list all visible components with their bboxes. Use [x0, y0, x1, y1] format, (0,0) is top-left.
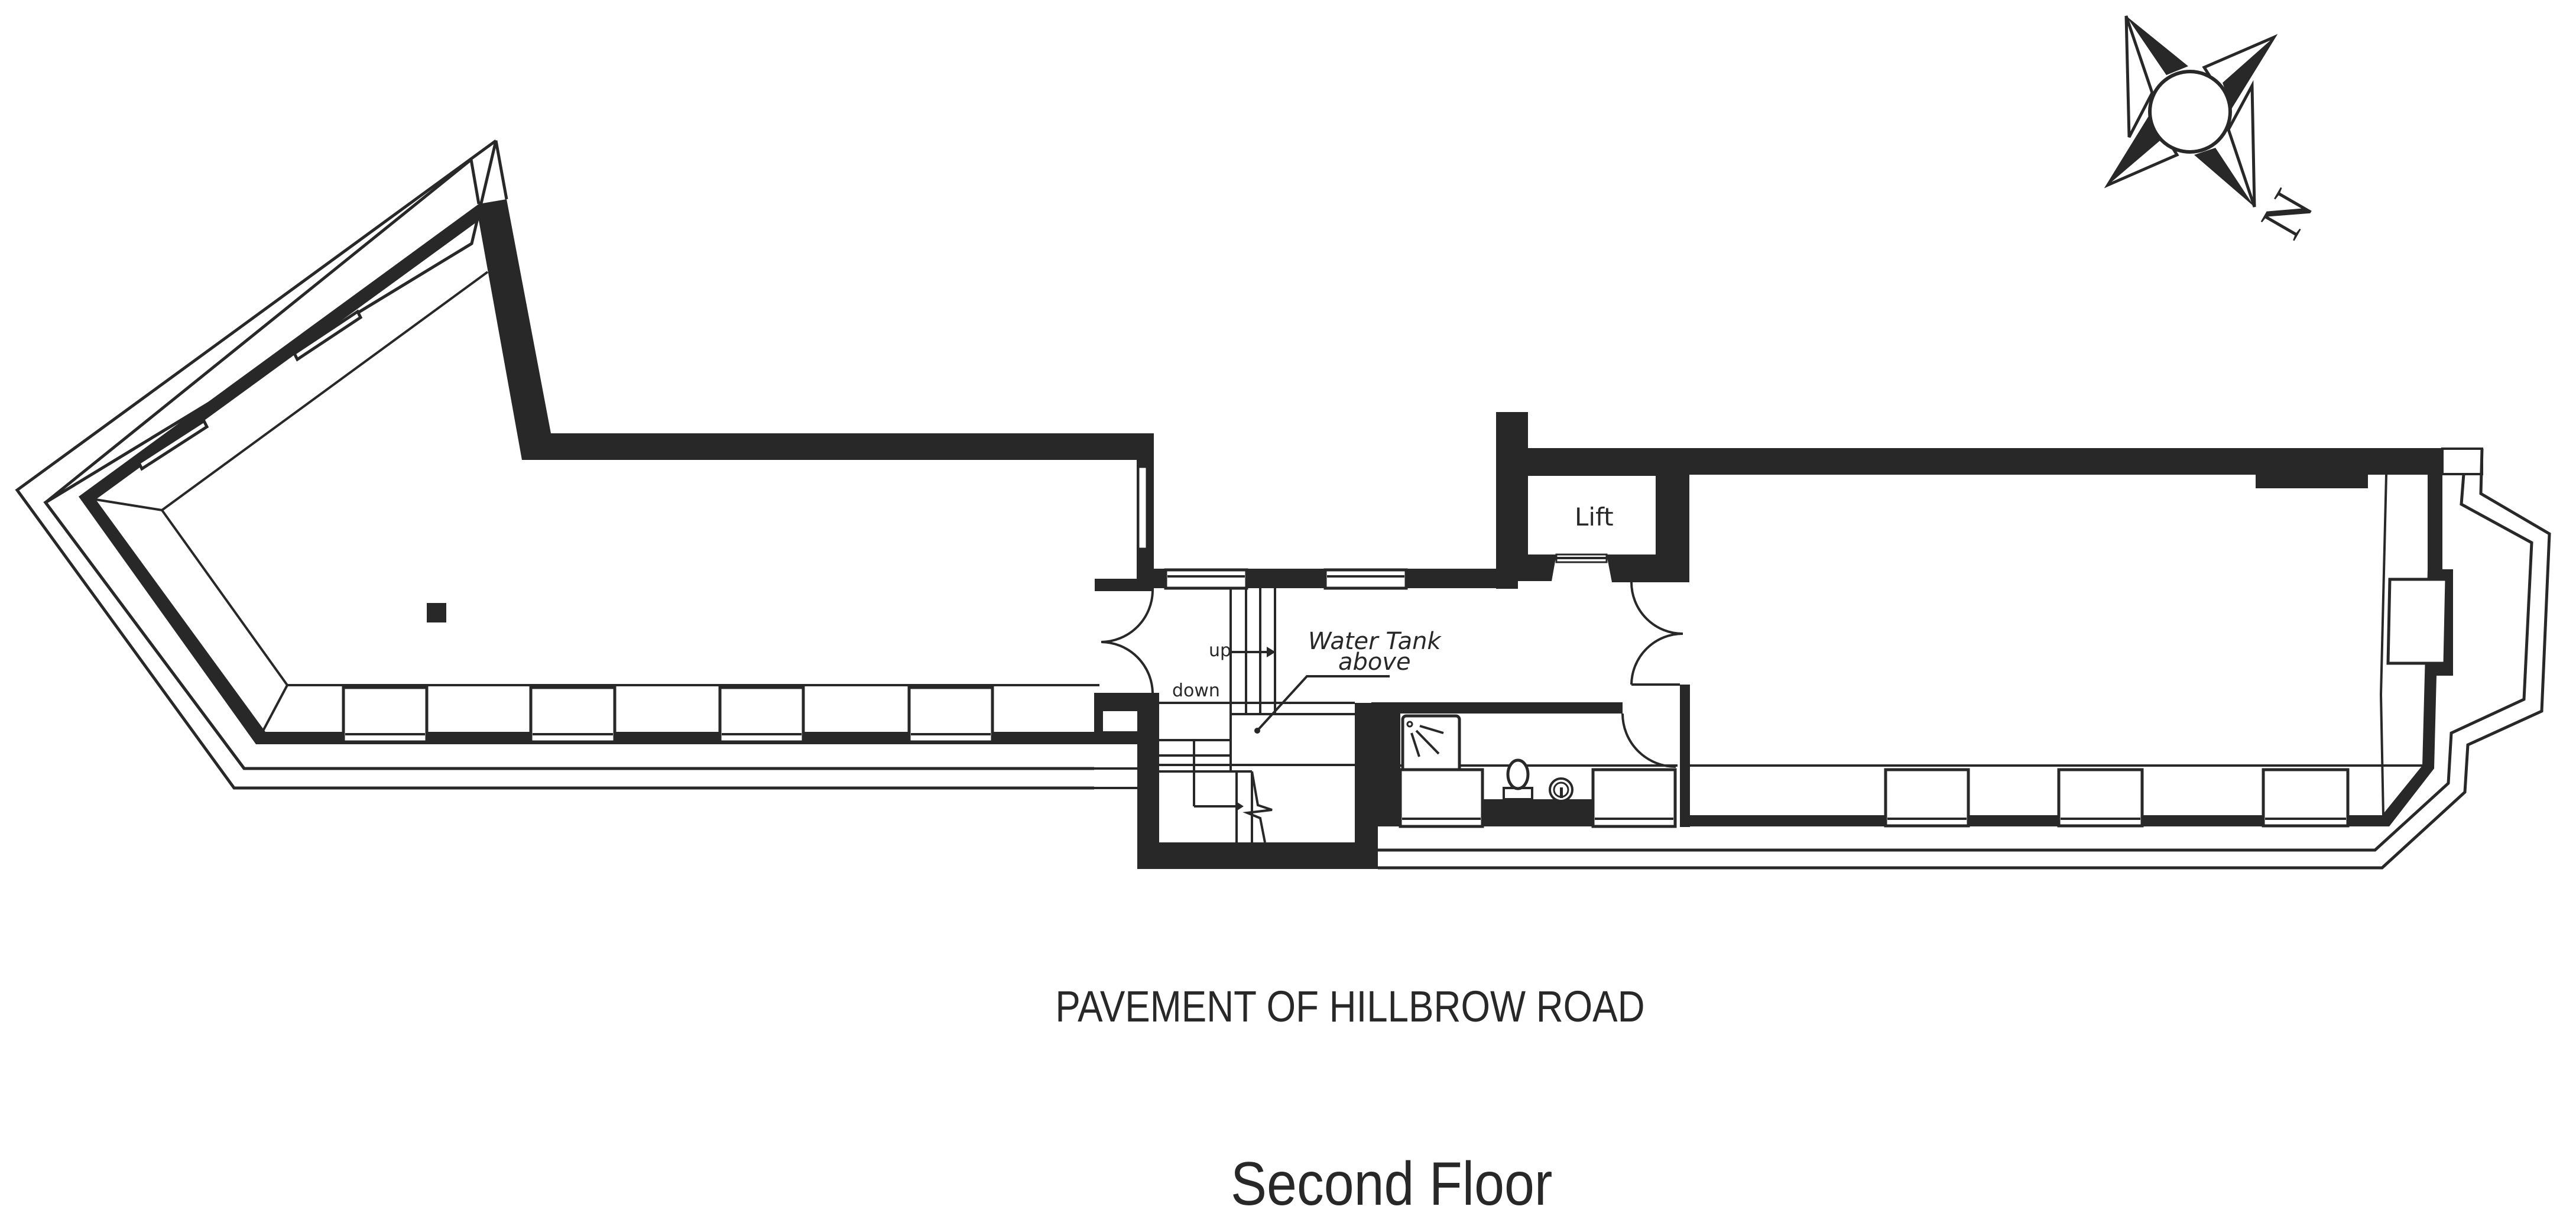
window-group-front-room: [1884, 768, 2350, 828]
column-marker: [427, 603, 446, 622]
corridor: up down Water Tank above: [1088, 412, 1528, 869]
water-tank-label-above: above: [1338, 648, 1411, 676]
front-room: [1378, 448, 2551, 870]
stair-down-label: down: [1172, 680, 1220, 701]
north-label: N: [2248, 179, 2326, 249]
bathroom: [1371, 702, 1678, 828]
stair-up-label: up: [1209, 640, 1231, 661]
staircase: up down: [1159, 588, 1355, 843]
lift-label: Lift: [1575, 502, 1614, 531]
toilet-icon: [1503, 758, 1533, 800]
shower-icon: [1401, 714, 1461, 775]
sink-icon: [1549, 777, 1573, 802]
street-label: PAVEMENT OF HILLBROW ROAD: [1055, 982, 1645, 1031]
water-tank-label: Water Tank: [1308, 628, 1442, 655]
floor-title: Second Floor: [1231, 1150, 1553, 1218]
compass-rose-icon: N: [2104, 15, 2326, 249]
window-group-left-wing: [342, 686, 994, 744]
left-wing-room: [15, 139, 1154, 790]
water-tank-annotation: Water Tank above: [1254, 628, 1442, 734]
lift: Lift: [1496, 448, 1689, 589]
